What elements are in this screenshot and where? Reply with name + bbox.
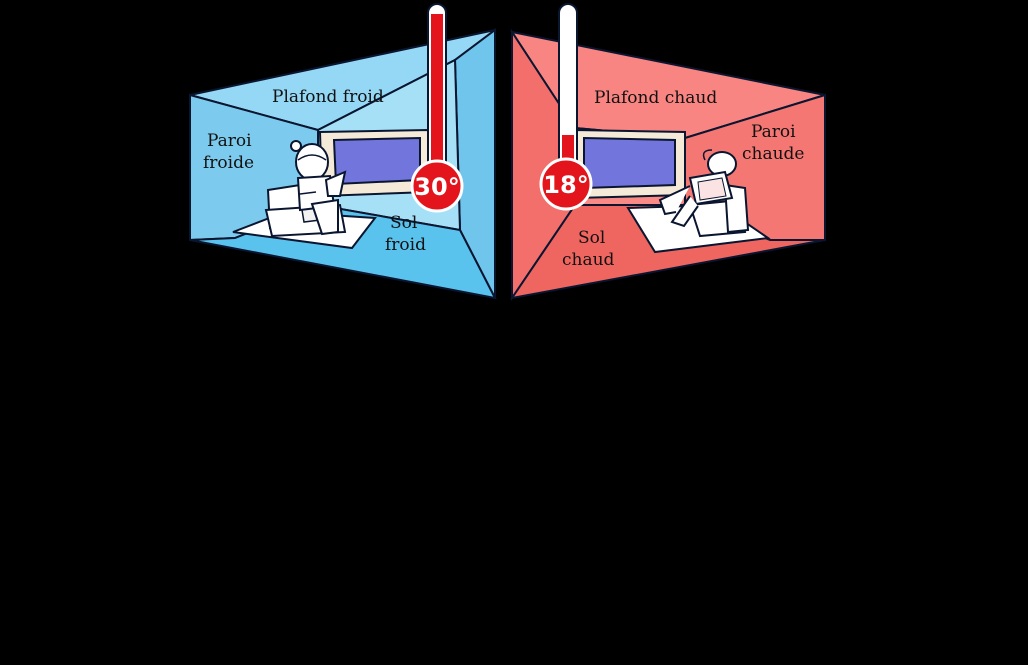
cold-person-icon — [290, 140, 347, 236]
warm-temperature-reading: 18° — [543, 171, 588, 199]
cold-floor-label-line2: froid — [385, 235, 426, 255]
cold-thermometer: 30° — [410, 3, 464, 213]
cold-wall-label-line1: Paroi — [207, 131, 252, 151]
warm-room — [509, 28, 826, 302]
warm-thermometer: 18° — [539, 3, 593, 211]
cold-ceiling-label: Plafond froid — [272, 87, 384, 107]
cold-room — [189, 28, 497, 300]
cold-floor-label-line1: Sol — [390, 213, 417, 233]
cold-temperature-reading: 30° — [414, 173, 459, 201]
warm-floor-label-line2: chaud — [562, 250, 615, 270]
relaxed-person-icon — [658, 149, 737, 228]
warm-wall-label-line1: Paroi — [751, 122, 796, 142]
warm-wall-label-line2: chaude — [742, 144, 805, 164]
cold-wall-label-line2: froide — [203, 153, 254, 173]
warm-ceiling-label: Plafond chaud — [594, 88, 717, 108]
warm-floor-label-line1: Sol — [578, 228, 605, 248]
